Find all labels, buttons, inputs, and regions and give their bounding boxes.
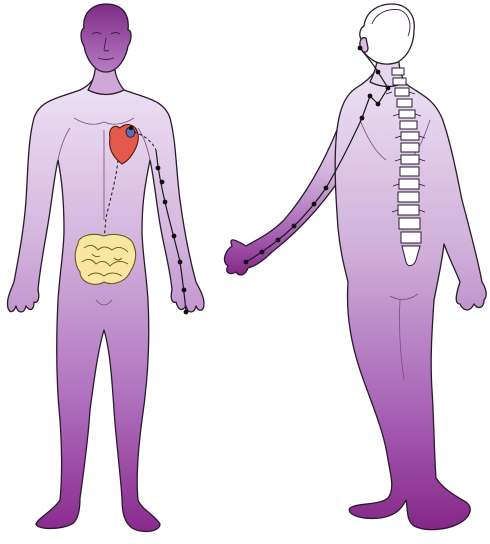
vertebra: [393, 78, 406, 85]
vertebra: [401, 232, 421, 243]
vertebra: [401, 132, 419, 140]
vertebra: [401, 155, 419, 164]
vertebra: [399, 110, 415, 118]
vertebra: [399, 179, 419, 189]
back-head: [360, 4, 414, 64]
front-body-silhouette: [7, 70, 204, 531]
vertebra: [398, 192, 419, 202]
nerve-node: [368, 94, 373, 99]
nerve-node: [292, 224, 297, 229]
nerve-node: [360, 116, 365, 121]
nerve-node: [182, 288, 187, 293]
nerve-node: [163, 200, 168, 205]
intestine-organ: [75, 234, 135, 284]
nerve-node: [312, 202, 317, 207]
nerve-node: [178, 260, 183, 265]
nerve-node: [172, 234, 177, 239]
back-extended-arm: [225, 112, 352, 275]
nerve-node: [260, 250, 265, 255]
nerve-node: [184, 310, 189, 315]
nerve-node: [376, 102, 381, 107]
vertebra: [398, 205, 419, 215]
vertebra: [399, 218, 420, 229]
intestine-shape: [75, 234, 135, 284]
nerve-node: [376, 70, 381, 75]
nerve-node: [276, 238, 281, 243]
nerve-node: [244, 260, 249, 265]
nerve-node: [358, 46, 363, 51]
heart-node: [129, 126, 133, 130]
vertebra: [395, 88, 409, 96]
vertebra: [401, 143, 419, 152]
vertebra: [397, 99, 412, 107]
vertebra: [400, 121, 417, 129]
nerve-node: [386, 86, 391, 91]
vertebra: [392, 68, 404, 75]
nerve-node: [156, 166, 161, 171]
back-view-body: [225, 4, 487, 530]
vertebra: [400, 167, 419, 176]
nerve-node: [324, 186, 329, 191]
nerve-node: [160, 180, 165, 185]
